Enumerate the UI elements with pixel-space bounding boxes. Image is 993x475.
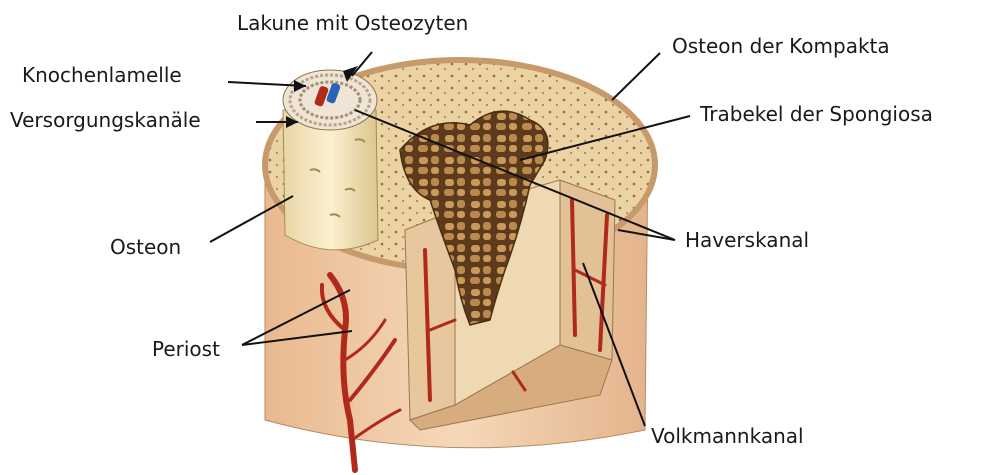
label-osteon-kompakta: Osteon der Kompakta (672, 34, 890, 58)
leader-osteon-kompakta (612, 53, 660, 100)
label-haverskanal: Haverskanal (685, 228, 809, 252)
label-osteon: Osteon (110, 235, 181, 259)
label-periost: Periost (152, 337, 220, 361)
osteon-cylinder (283, 70, 378, 250)
label-versorgungskanaele: Versorgungskanäle (10, 108, 201, 132)
label-volkmannkanal: Volkmannkanal (651, 424, 804, 448)
label-lakune: Lakune mit Osteozyten (237, 11, 468, 35)
label-trabekel: Trabekel der Spongiosa (699, 102, 933, 126)
label-knochenlamelle: Knochenlamelle (22, 63, 182, 87)
